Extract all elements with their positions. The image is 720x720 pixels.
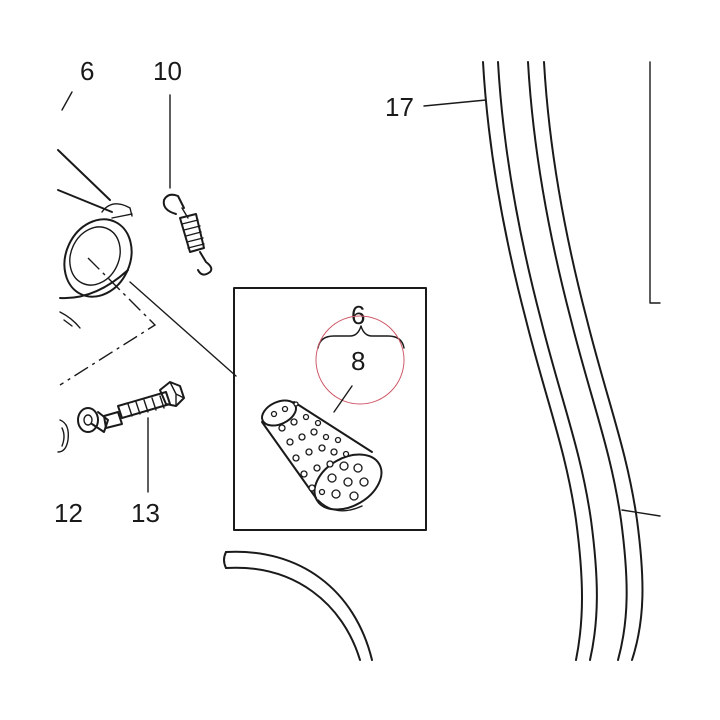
exhaust-pipe-17[interactable] bbox=[482, 61, 644, 661]
muffler-body[interactable] bbox=[52, 149, 144, 308]
detail-box bbox=[233, 287, 427, 531]
callout-12-label[interactable]: 12 bbox=[54, 498, 83, 528]
detail-brace bbox=[317, 325, 405, 349]
detail-label-6[interactable]: 6 bbox=[351, 300, 365, 330]
callout-6-leader bbox=[61, 91, 73, 111]
detail-8-leader bbox=[333, 385, 353, 413]
detail-connector bbox=[129, 281, 237, 377]
callout-17-label[interactable]: 17 bbox=[385, 92, 414, 122]
pin bbox=[59, 311, 81, 329]
hose[interactable] bbox=[223, 550, 373, 661]
callout-6-label[interactable]: 6 bbox=[80, 56, 94, 86]
tension-spring-icon[interactable] bbox=[162, 193, 213, 276]
callout-13-label[interactable]: 13 bbox=[131, 498, 160, 528]
center-line-lower bbox=[59, 257, 157, 386]
washer-12[interactable] bbox=[57, 407, 109, 453]
callout-17-leader bbox=[423, 99, 487, 107]
hex-bolt-icon[interactable] bbox=[103, 381, 185, 429]
right-bracket bbox=[649, 61, 661, 304]
perforated-cone-icon[interactable] bbox=[258, 395, 391, 520]
highlight-circle bbox=[315, 315, 405, 405]
right-leader bbox=[621, 509, 661, 517]
callout-10-label[interactable]: 10 bbox=[153, 56, 182, 86]
detail-label-8[interactable]: 8 bbox=[351, 346, 365, 376]
